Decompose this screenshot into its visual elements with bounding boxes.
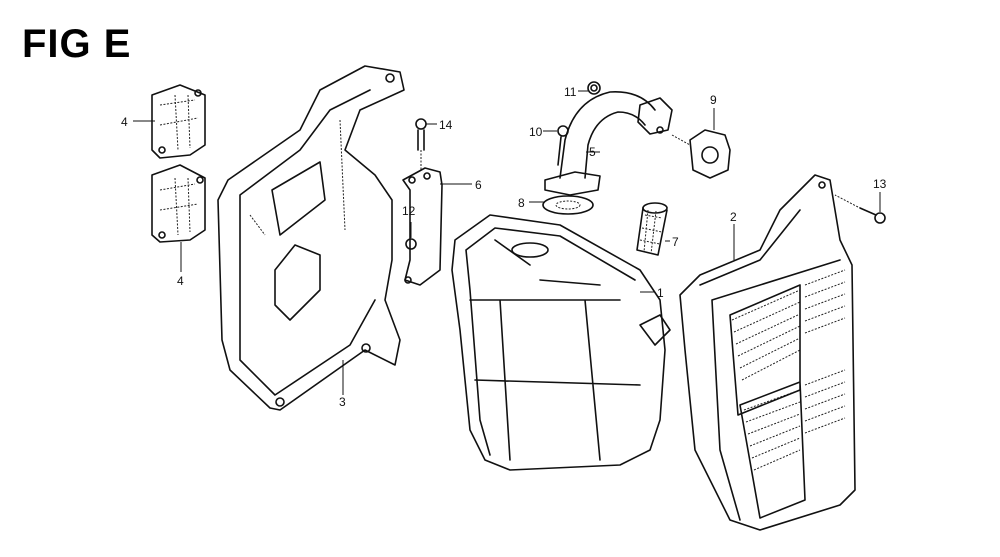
callout-10: 10 (529, 125, 543, 139)
callout-1: 1 (657, 286, 664, 300)
stay (402, 167, 443, 286)
muffler (451, 214, 671, 471)
callout-9: 9 (710, 93, 717, 107)
nut-11 (587, 81, 601, 95)
callout-11: 11 (564, 85, 577, 99)
callout-7: 7 (672, 235, 679, 249)
callout-3: 3 (339, 395, 346, 409)
callout-5: 5 (589, 145, 596, 159)
callout-4-lower: 4 (177, 274, 184, 288)
callout-12: 12 (402, 204, 416, 218)
screw-13 (834, 194, 886, 224)
bolt-14 (415, 118, 427, 170)
bolt-10 (557, 125, 569, 166)
figure-title: FIG E (22, 22, 132, 66)
muffler-cover (217, 65, 405, 411)
manifold-gasket (671, 129, 731, 179)
muffler-protector (679, 174, 856, 531)
callout-13: 13 (873, 177, 887, 191)
nut-12 (405, 222, 417, 250)
callout-6: 6 (475, 178, 482, 192)
pipe-gasket (542, 195, 594, 215)
plate-lower (151, 164, 206, 243)
callout-4-upper: 4 (121, 115, 128, 129)
spark-arrester-screen (636, 202, 668, 256)
callout-8: 8 (518, 196, 525, 210)
plate-upper (151, 84, 206, 159)
callout-14: 14 (439, 118, 453, 132)
leader-lines (133, 90, 881, 395)
exhaust-pipe (544, 91, 673, 196)
callout-2: 2 (730, 210, 737, 224)
